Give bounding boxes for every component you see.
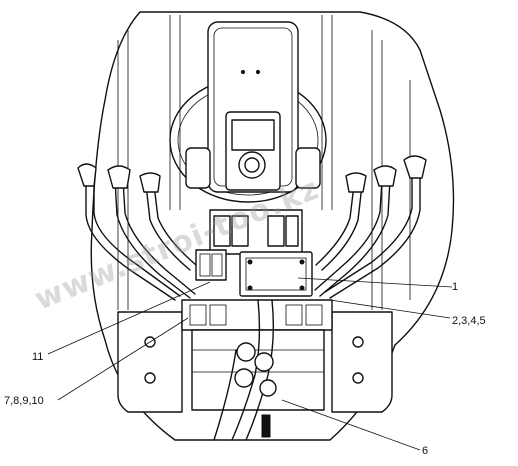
callout-1: 1 xyxy=(452,281,458,293)
control-box xyxy=(239,251,313,297)
relay-block xyxy=(209,209,303,255)
callout-6: 6 xyxy=(422,445,428,457)
callout-11: 11 xyxy=(32,351,43,363)
left-levers xyxy=(77,163,197,301)
callout-2-3-4-5: 2,3,4,5 xyxy=(452,315,486,327)
left-mount xyxy=(185,147,211,189)
cable-bundle xyxy=(213,299,277,441)
callout-7-8-9-10: 7,8,9,10 xyxy=(4,395,44,407)
connector-stack xyxy=(195,249,227,281)
cab-outline xyxy=(90,11,455,441)
leader-lines xyxy=(47,277,453,451)
base-frame xyxy=(117,299,393,413)
right-mount xyxy=(295,147,321,189)
right-levers xyxy=(314,155,427,299)
seat-console xyxy=(207,21,299,193)
